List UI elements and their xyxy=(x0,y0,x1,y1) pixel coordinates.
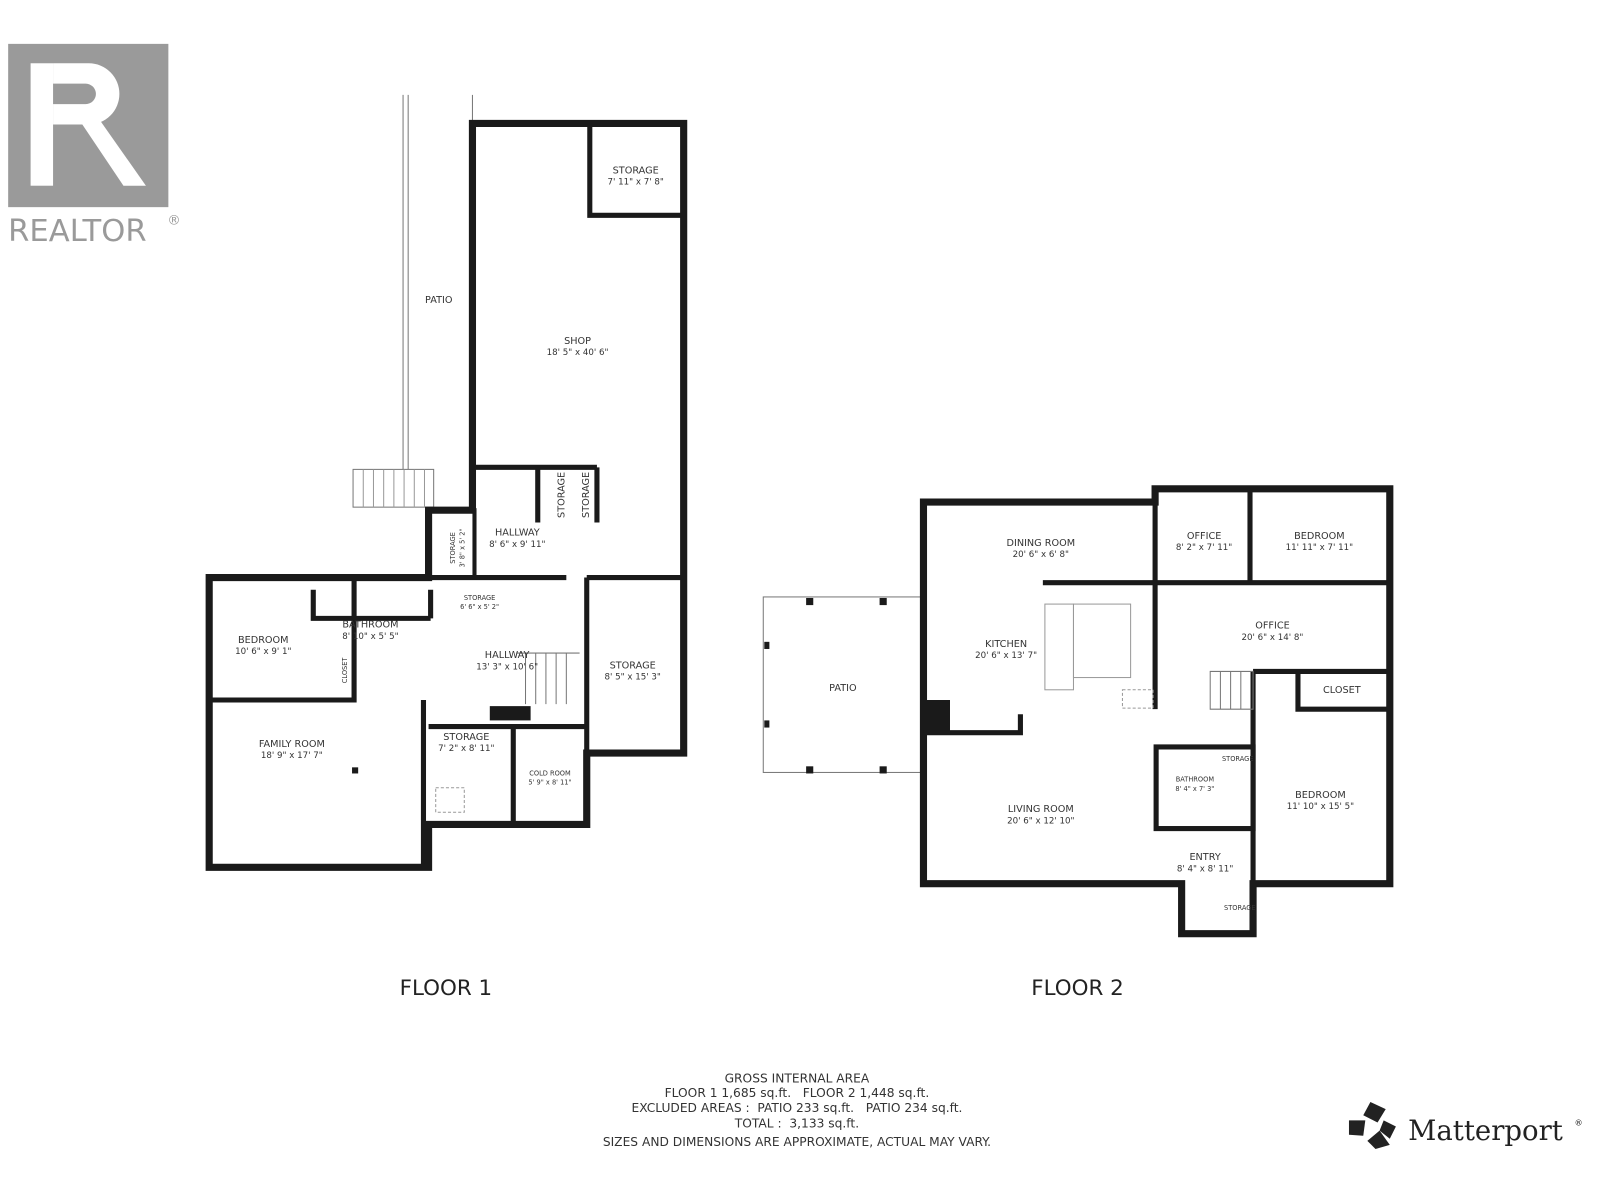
room-label: STORAGE xyxy=(443,732,489,743)
floor-1-title: FLOOR 1 xyxy=(400,976,492,1001)
realtor-logo: REALTOR ® xyxy=(8,43,181,249)
room-dimensions: 20' 6" x 6' 8" xyxy=(1013,550,1069,560)
floor-1-plan xyxy=(205,94,688,871)
room-dimensions: 3' 8" x 5' 2" xyxy=(458,528,466,567)
area-heading: GROSS INTERNAL AREA xyxy=(725,1072,870,1086)
room-dimensions: 8' 4" x 8' 11" xyxy=(1177,864,1233,874)
room-label: BEDROOM xyxy=(1294,531,1345,542)
matterport-logo-text: Matterport xyxy=(1408,1115,1563,1147)
area-floors: FLOOR 1 1,685 sq.ft. FLOOR 2 1,448 sq.ft… xyxy=(665,1086,930,1100)
room-label: STORAGE xyxy=(449,532,457,564)
room-label: FAMILY ROOM xyxy=(259,739,325,750)
room-label: PATIO xyxy=(829,683,857,694)
room-dimensions: 18' 9" x 17' 7" xyxy=(261,751,323,761)
room-label: STORAGE xyxy=(464,594,496,602)
room-label: STORAGE xyxy=(1222,755,1254,763)
room-dimensions: 11' 11" x 7' 11" xyxy=(1286,543,1353,553)
matterport-registered-mark: ® xyxy=(1574,1118,1582,1128)
matterport-logo: Matterport ® xyxy=(1348,1102,1583,1149)
room-dimensions: 13' 3" x 10' 6" xyxy=(476,662,538,672)
room-label: SHOP xyxy=(564,336,591,347)
room-dimensions: 8' 5" x 15' 3" xyxy=(604,673,660,683)
room-label: OFFICE xyxy=(1255,621,1290,632)
room-label: PATIO xyxy=(425,295,453,306)
room-label: BEDROOM xyxy=(238,635,289,646)
area-excluded: EXCLUDED AREAS : PATIO 233 sq.ft. PATIO … xyxy=(631,1101,962,1115)
room-label: OFFICE xyxy=(1187,531,1222,542)
room-dimensions: 20' 6" x 13' 7" xyxy=(975,651,1037,661)
room-dimensions: 8' 2" x 7' 11" xyxy=(1176,543,1232,553)
room-dimensions: 6' 6" x 5' 2" xyxy=(460,603,499,611)
room-label: STORAGE xyxy=(1224,904,1256,912)
room-label: ENTRY xyxy=(1189,852,1220,863)
room-dimensions: 18' 5" x 40' 6" xyxy=(547,348,609,358)
room-label: STORAGE xyxy=(613,165,659,176)
room-label: COLD ROOM xyxy=(529,770,571,778)
room-label: BATHROOM xyxy=(342,620,398,631)
room-label: CLOSET xyxy=(1323,685,1361,696)
room-label: BEDROOM xyxy=(1295,790,1346,801)
room-dimensions: 8' 6" x 9' 11" xyxy=(489,540,545,550)
realtor-registered-mark: ® xyxy=(167,213,180,228)
room-dimensions: 8' 4" x 7' 3" xyxy=(1175,785,1214,793)
room-dimensions: 10' 6" x 9' 1" xyxy=(235,647,291,657)
room-label: CLOSET xyxy=(341,657,349,684)
room-label: STORAGE xyxy=(581,472,592,518)
area-disclaimer: SIZES AND DIMENSIONS ARE APPROXIMATE, AC… xyxy=(603,1135,991,1149)
room-dimensions: 20' 6" x 14' 8" xyxy=(1241,633,1303,643)
room-label: STORAGE xyxy=(556,472,567,518)
room-dimensions: 8' 10" x 5' 5" xyxy=(342,632,398,642)
room-dimensions: 20' 6" x 12' 10" xyxy=(1007,816,1074,826)
area-total: TOTAL : 3,133 sq.ft. xyxy=(734,1117,859,1131)
realtor-logo-text: REALTOR xyxy=(8,214,146,249)
room-label: KITCHEN xyxy=(985,639,1027,650)
room-label: BATHROOM xyxy=(1176,776,1215,784)
room-label: LIVING ROOM xyxy=(1008,804,1074,815)
room-dimensions: 5' 9" x 8' 11" xyxy=(528,779,571,787)
room-dimensions: 7' 11" x 7' 8" xyxy=(608,178,664,188)
room-label: STORAGE xyxy=(610,660,656,671)
room-dimensions: 11' 10" x 15' 5" xyxy=(1287,802,1354,812)
room-dimensions: 7' 2" x 8' 11" xyxy=(438,744,494,754)
room-label: HALLWAY xyxy=(495,528,540,539)
room-label: DINING ROOM xyxy=(1007,538,1076,549)
room-label: HALLWAY xyxy=(485,650,530,661)
floor-2-title: FLOOR 2 xyxy=(1031,976,1123,1001)
matterport-mark-icon xyxy=(1348,1102,1396,1149)
floor-2-plan xyxy=(762,485,1394,938)
